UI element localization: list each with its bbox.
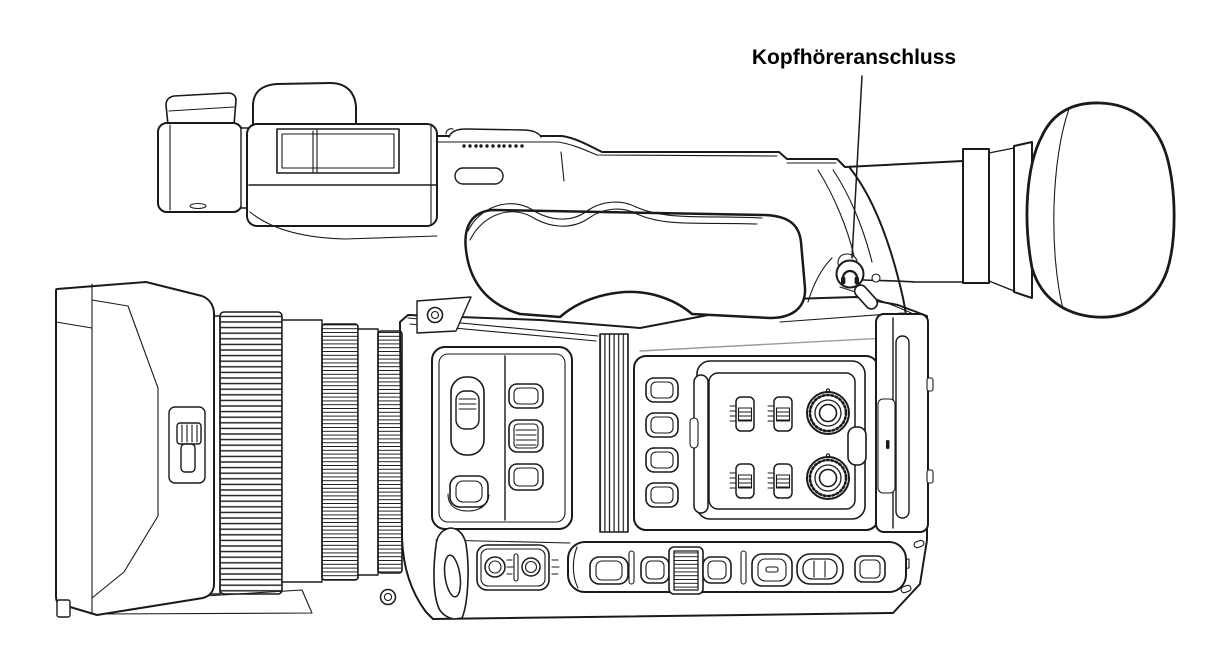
rear-button-1 (645, 377, 679, 403)
front-strap-lug (433, 527, 469, 620)
panel-button-bottom (447, 475, 490, 512)
bottom-control-bar (567, 541, 907, 595)
headphone-jack (835, 253, 879, 310)
handle-rear-post (807, 167, 907, 319)
focus-ring (219, 311, 283, 595)
accessory-slot (454, 167, 504, 185)
handle-zoom-rocker (445, 128, 542, 148)
rear-button-4 (645, 482, 679, 508)
hood-release-lever (168, 406, 206, 484)
handle (431, 128, 964, 320)
viewfinder-ring (962, 148, 990, 284)
bottom-controls (379, 527, 907, 620)
wb-knob (484, 556, 506, 578)
screw-hole (426, 306, 444, 324)
bar-button-5 (854, 555, 886, 583)
audio-control-compartment (689, 360, 867, 520)
panel-button-lower (508, 463, 544, 491)
hood-tab (56, 599, 71, 618)
leader-line (851, 75, 863, 259)
lcd-screen (276, 128, 400, 174)
thumbwheel (668, 546, 704, 595)
handle-hump (252, 82, 357, 130)
rear-button-2 (645, 412, 679, 438)
rear-button-3 (645, 447, 679, 473)
grip-opening (464, 208, 807, 320)
card-slot-door (875, 313, 934, 533)
bar-button-3 (702, 556, 732, 584)
handle-front-grip-lines (467, 201, 763, 241)
bar-button-4 (751, 553, 793, 587)
mode-switch (796, 553, 844, 585)
viewfinder (837, 101, 1176, 319)
headphones-icon (841, 269, 859, 285)
body-screw (379, 588, 397, 606)
panel-button-top (508, 383, 544, 409)
compartment-hinge (689, 374, 709, 514)
eyecup (1025, 101, 1176, 319)
barrel-band (281, 319, 323, 583)
side-control-panel (431, 346, 573, 530)
barrel-foot (98, 589, 313, 615)
lcd-panel (246, 123, 438, 240)
bar-button-1 (589, 556, 629, 585)
grip-rib-strip (599, 333, 629, 533)
bar-button-2 (640, 556, 670, 584)
microphone-holder (157, 92, 251, 213)
callout-label: Kopfhöreranschluss (751, 46, 957, 69)
iris-ring (377, 330, 403, 574)
lens-barrel (98, 311, 403, 615)
wb-knob (521, 557, 541, 577)
zoom-ring (321, 323, 359, 581)
lens-hood (55, 281, 215, 618)
front-screw-plate (416, 296, 472, 334)
panel-slider-button (508, 419, 544, 453)
focus-slider (450, 376, 485, 456)
barrel-band-2 (357, 328, 379, 576)
compartment-latch (847, 426, 867, 466)
white-balance-panel (476, 544, 560, 591)
